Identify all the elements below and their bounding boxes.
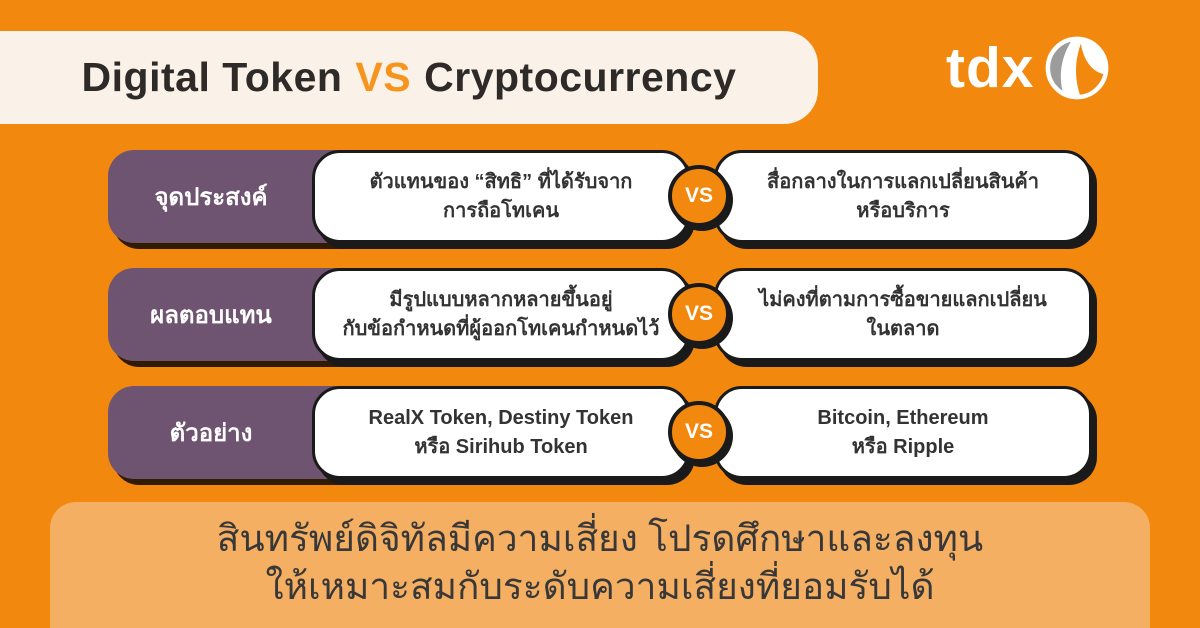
row-label: ผลตอบแทน — [150, 302, 272, 329]
vs-badge: VS — [668, 165, 730, 227]
disclaimer-line: สินทรัพย์ดิจิทัลมีความเสี่ยง โปรดศึกษาแล… — [216, 518, 984, 559]
disclaimer-banner: สินทรัพย์ดิจิทัลมีความเสี่ยง โปรดศึกษาแล… — [50, 502, 1150, 628]
card-text-line: ในตลาด — [866, 317, 940, 340]
title-vs: VS — [355, 54, 412, 100]
title-card: Digital Token VS Cryptocurrency — [0, 31, 818, 124]
card-text-line: ตัวแทนของ “สิทธิ” ที่ได้รับจาก — [369, 170, 633, 193]
tdx-wordmark: tdx — [946, 35, 1035, 100]
cryptocurrency-card: สื่อกลางในการแลกเปลี่ยนสินค้า หรือบริการ — [714, 150, 1092, 243]
cryptocurrency-card: ไม่คงที่ตามการซื้อขายแลกเปลี่ยน ในตลาด — [714, 268, 1092, 361]
vs-badge: VS — [668, 401, 730, 463]
cryptocurrency-card: Bitcoin, Ethereum หรือ Ripple — [714, 386, 1092, 479]
comparison-row-returns: ผลตอบแทน มีรูปแบบหลากหลายขึ้นอยู่ กับข้อ… — [0, 268, 1200, 361]
row-label: ตัวอย่าง — [169, 420, 253, 447]
card-text-line: RealX Token, Destiny Token — [368, 406, 634, 429]
comparison-row-examples: ตัวอย่าง RealX Token, Destiny Token หรือ… — [0, 386, 1200, 479]
row-label: จุดประสงค์ — [154, 184, 268, 211]
vs-badge-label: VS — [684, 184, 713, 207]
vs-badge-label: VS — [684, 420, 713, 443]
card-text-line: หรือบริการ — [856, 199, 950, 222]
tdx-logo: tdx — [946, 36, 1109, 100]
tdx-globe-icon — [1045, 36, 1108, 100]
card-text-line: หรือ Ripple — [851, 435, 955, 458]
card-text-line: หรือ Sirihub Token — [414, 435, 588, 458]
card-text-line: ไม่คงที่ตามการซื้อขายแลกเปลี่ยน — [759, 288, 1047, 311]
card-text-line: สื่อกลางในการแลกเปลี่ยนสินค้า — [766, 170, 1040, 193]
card-text-line: การถือโทเคน — [442, 199, 559, 222]
title-left: Digital Token — [81, 54, 343, 100]
vs-badge-label: VS — [684, 302, 713, 325]
digital-token-card: ตัวแทนของ “สิทธิ” ที่ได้รับจาก การถือโทเ… — [312, 150, 690, 243]
vs-badge: VS — [668, 283, 730, 345]
disclaimer-line: ให้เหมาะสมกับระดับความเสี่ยงที่ยอมรับได้ — [265, 566, 935, 608]
card-text-line: Bitcoin, Ethereum — [817, 406, 989, 429]
digital-token-card: มีรูปแบบหลากหลายขึ้นอยู่ กับข้อกำหนดที่ผ… — [312, 268, 690, 361]
title-right: Cryptocurrency — [424, 54, 737, 100]
card-text-line: มีรูปแบบหลากหลายขึ้นอยู่ — [389, 288, 613, 311]
comparison-row-purpose: จุดประสงค์ ตัวแทนของ “สิทธิ” ที่ได้รับจา… — [0, 150, 1200, 243]
card-text-line: กับข้อกำหนดที่ผู้ออกโทเคนกำหนดไว้ — [342, 317, 660, 340]
digital-token-card: RealX Token, Destiny Token หรือ Sirihub … — [312, 386, 690, 479]
